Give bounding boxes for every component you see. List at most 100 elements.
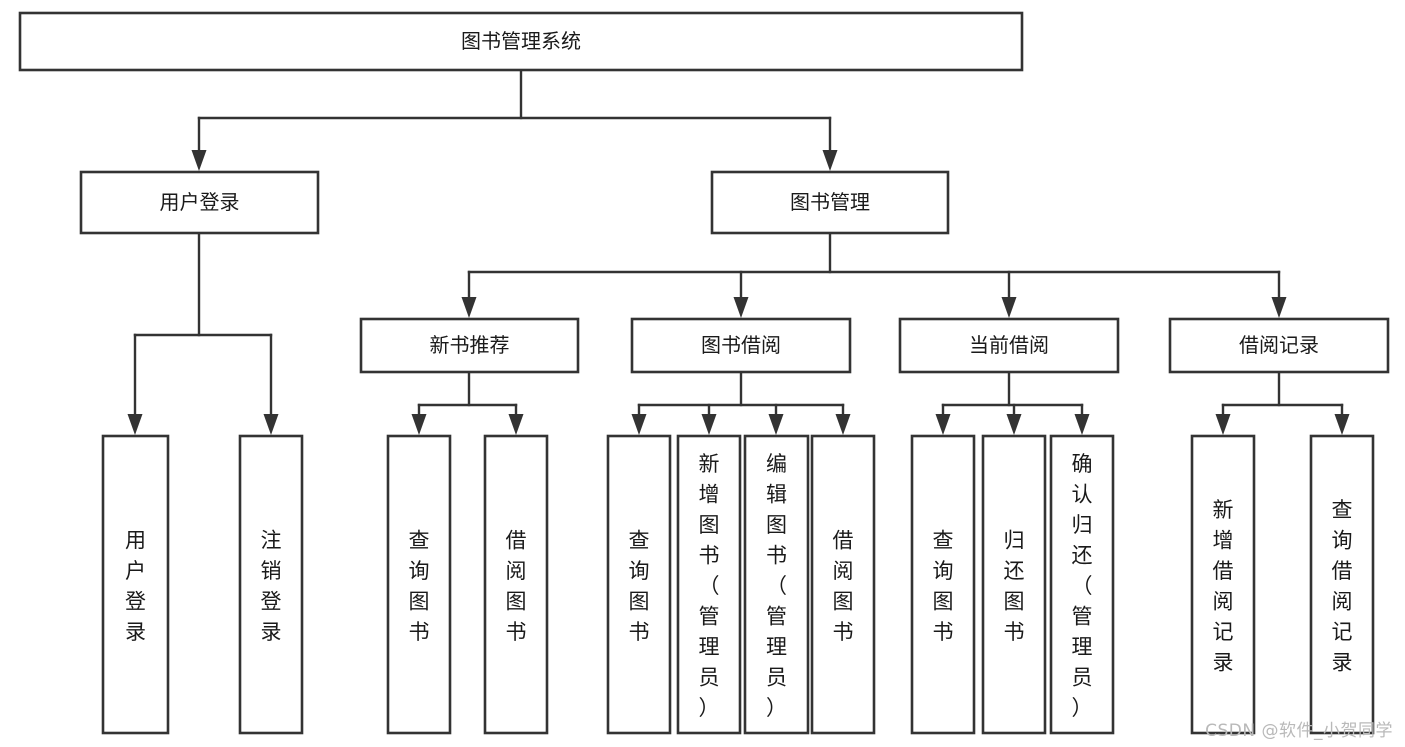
node-label-char: 查 — [629, 528, 650, 552]
arrow-head-icon — [1001, 297, 1017, 318]
node-label-char: 书 — [409, 620, 430, 644]
node-leaf-add-borrow-record[interactable]: 新增借阅记录新增借阅记录 — [1190, 434, 1256, 735]
node-label-char: ） — [766, 696, 787, 720]
node-box-leaf-query-book-recommend[interactable] — [386, 434, 452, 735]
arrow-head-icon — [822, 150, 838, 171]
node-box-current-borrow[interactable] — [898, 317, 1120, 374]
connectors-layer — [127, 68, 1350, 435]
node-box-leaf-borrow-book[interactable] — [810, 434, 876, 735]
arrow-head-icon — [1334, 414, 1350, 435]
node-label-char: 录 — [1213, 650, 1234, 674]
node-label-char: 用 — [125, 528, 146, 552]
node-label-char: 图 — [409, 589, 430, 613]
node-label-char: 图 — [629, 589, 650, 613]
node-label-char: 书 — [699, 544, 720, 568]
node-label-char: ） — [1072, 696, 1093, 720]
node-label-char: 图 — [699, 513, 720, 537]
node-box-leaf-logout[interactable] — [238, 434, 304, 735]
node-leaf-query-book-borrow[interactable]: 查询图书查询图书 — [606, 434, 672, 735]
node-label-char: （ — [766, 574, 787, 598]
conn-root-bus — [191, 68, 838, 171]
arrow-head-icon — [768, 414, 784, 435]
node-leaf-logout[interactable]: 注销登录注销登录 — [238, 434, 304, 735]
node-label-char: （ — [1072, 574, 1093, 598]
node-new-book-recommend[interactable]: 新书推荐 — [359, 317, 580, 374]
node-label-char: 查 — [1332, 498, 1353, 522]
node-label-borrow-record: 借阅记录 — [1239, 333, 1319, 357]
node-box-leaf-add-borrow-record[interactable] — [1190, 434, 1256, 735]
node-box-root[interactable] — [18, 11, 1024, 72]
arrow-head-icon — [1006, 414, 1022, 435]
node-box-leaf-edit-book-admin[interactable] — [743, 434, 810, 735]
node-leaf-user-login[interactable]: 用户登录用户登录 — [101, 434, 170, 735]
conn-recommend-bus — [411, 370, 524, 435]
node-label-char: 书 — [506, 620, 527, 644]
node-borrow-record[interactable]: 借阅记录 — [1168, 317, 1390, 374]
node-label-char: 还 — [1004, 559, 1025, 583]
arrow-head-icon — [461, 297, 477, 318]
node-label-char: 管 — [766, 605, 787, 629]
node-label-char: 记 — [1332, 620, 1353, 644]
node-label-char: 书 — [766, 544, 787, 568]
node-box-leaf-add-book-admin[interactable] — [676, 434, 742, 735]
node-label-char: 理 — [1072, 635, 1093, 659]
node-box-leaf-query-book-borrow[interactable] — [606, 434, 672, 735]
node-box-book-manage[interactable] — [710, 170, 950, 235]
node-leaf-return-book[interactable]: 归还图书归还图书 — [981, 434, 1047, 735]
node-box-new-book-recommend[interactable] — [359, 317, 580, 374]
node-leaf-query-book-recommend[interactable]: 查询图书查询图书 — [386, 434, 452, 735]
node-label-char: 图 — [506, 589, 527, 613]
node-book-manage[interactable]: 图书管理 — [710, 170, 950, 235]
node-box-leaf-query-borrow-record[interactable] — [1309, 434, 1375, 735]
node-leaf-borrow-book[interactable]: 借阅图书借阅图书 — [810, 434, 876, 735]
arrow-head-icon — [1271, 297, 1287, 318]
conn-record-bus — [1215, 370, 1350, 435]
node-label-char: 新 — [1213, 498, 1234, 522]
node-user-login[interactable]: 用户登录 — [79, 170, 320, 235]
node-leaf-query-borrow-record[interactable]: 查询借阅记录查询借阅记录 — [1309, 434, 1375, 735]
node-label-char: 借 — [506, 528, 527, 552]
node-label-char: 书 — [629, 620, 650, 644]
node-box-book-borrow[interactable] — [630, 317, 852, 374]
node-leaf-query-book-current[interactable]: 查询图书查询图书 — [910, 434, 976, 735]
node-box-leaf-user-login[interactable] — [101, 434, 170, 735]
node-label-char: 阅 — [1213, 589, 1234, 613]
node-box-leaf-return-book[interactable] — [981, 434, 1047, 735]
node-label-char: 借 — [1213, 559, 1234, 583]
arrow-head-icon — [508, 414, 524, 435]
conn-user-login-bus — [127, 231, 279, 435]
arrow-head-icon — [935, 414, 951, 435]
node-box-leaf-borrow-book-recommend[interactable] — [483, 434, 549, 735]
node-leaf-borrow-book-recommend[interactable]: 借阅图书借阅图书 — [483, 434, 549, 735]
node-label-char: 借 — [833, 528, 854, 552]
arrow-head-icon — [835, 414, 851, 435]
node-label-char: 查 — [933, 528, 954, 552]
node-label-char: 图 — [766, 513, 787, 537]
node-label-char: 书 — [933, 620, 954, 644]
node-label-char: 管 — [1072, 605, 1093, 629]
node-label-char: ） — [699, 696, 720, 720]
node-label-char: 认 — [1072, 483, 1093, 507]
node-book-borrow[interactable]: 图书借阅 — [630, 317, 852, 374]
node-box-leaf-query-book-current[interactable] — [910, 434, 976, 735]
node-label-char: 录 — [261, 620, 282, 644]
node-label-char: 询 — [933, 559, 954, 583]
node-box-borrow-record[interactable] — [1168, 317, 1390, 374]
node-label-char: 书 — [1004, 620, 1025, 644]
node-root[interactable]: 图书管理系统 — [18, 11, 1024, 72]
node-label-char: 阅 — [833, 559, 854, 583]
node-box-user-login[interactable] — [79, 170, 320, 235]
node-label-char: 理 — [699, 635, 720, 659]
node-current-borrow[interactable]: 当前借阅 — [898, 317, 1120, 374]
node-box-leaf-confirm-return-admin[interactable] — [1049, 434, 1115, 735]
node-label-char: 录 — [125, 620, 146, 644]
node-label-char: 增 — [1213, 528, 1234, 552]
node-label-char: 登 — [125, 589, 146, 613]
node-label-char: 销 — [261, 559, 282, 583]
node-label-char: 询 — [1332, 528, 1353, 552]
